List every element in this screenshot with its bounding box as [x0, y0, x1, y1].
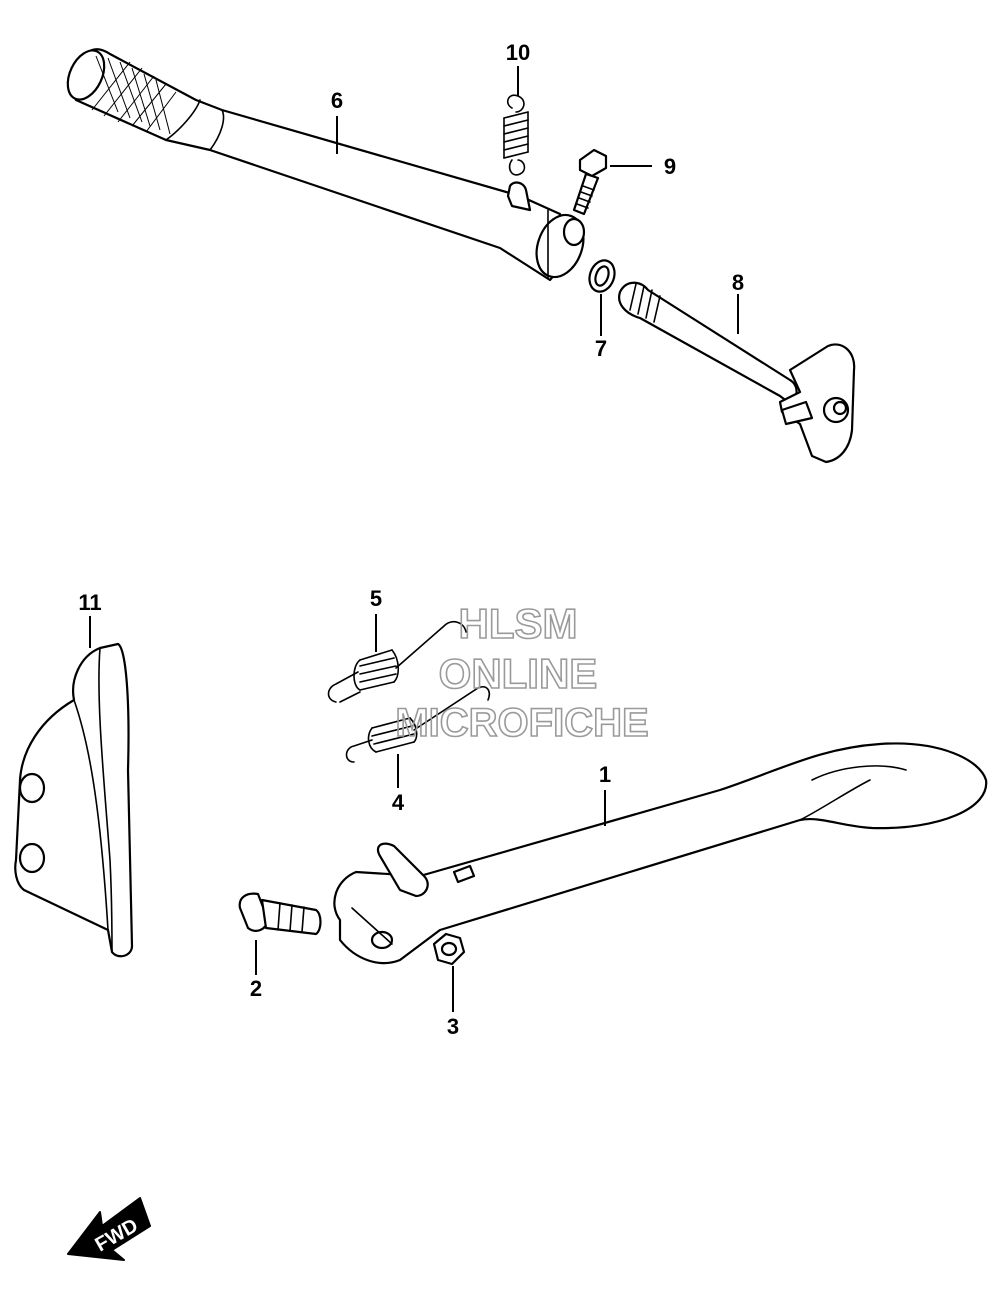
- watermark-line-3: MICROFICHE: [395, 701, 648, 745]
- callout-8: 8: [732, 270, 744, 295]
- grip-knurl: [91, 55, 177, 135]
- leader-lines: [89, 66, 739, 1012]
- part-5-spring: [327, 620, 467, 703]
- part-7-o-ring: [588, 259, 616, 293]
- callout-6: 6: [331, 88, 343, 113]
- part-3-nut: [432, 932, 466, 966]
- fwd-arrow-icon: [67, 1197, 151, 1261]
- callout-10: 10: [506, 40, 530, 65]
- callout-9: 9: [664, 154, 676, 179]
- callout-7: 7: [595, 336, 607, 361]
- callout-3: 3: [447, 1014, 459, 1039]
- callout-4: 4: [392, 790, 405, 815]
- callout-2: 2: [250, 976, 262, 1001]
- part-11-guard: [14, 642, 134, 958]
- part-8-shaft: [618, 281, 856, 464]
- callouts: 1 2 3 4 5 6 7 8 9 10 11: [78, 40, 744, 1039]
- fwd-arrow: FWD: [67, 1197, 151, 1261]
- callout-1: 1: [599, 762, 611, 787]
- part-10-spring: [503, 94, 529, 176]
- part-2-bolt: [238, 892, 322, 936]
- part-6-lever-arm: [66, 48, 586, 282]
- part-4-spring: [345, 685, 491, 763]
- part-1-side-stand: [333, 742, 988, 965]
- watermark-line-2: ONLINE: [439, 650, 598, 697]
- callout-11: 11: [78, 590, 101, 615]
- watermark: HLSM ONLINE MICROFICHE: [395, 599, 650, 746]
- callout-5: 5: [370, 586, 382, 611]
- part-9-bolt: [572, 148, 608, 216]
- watermark-line-1: HLSM: [459, 600, 578, 647]
